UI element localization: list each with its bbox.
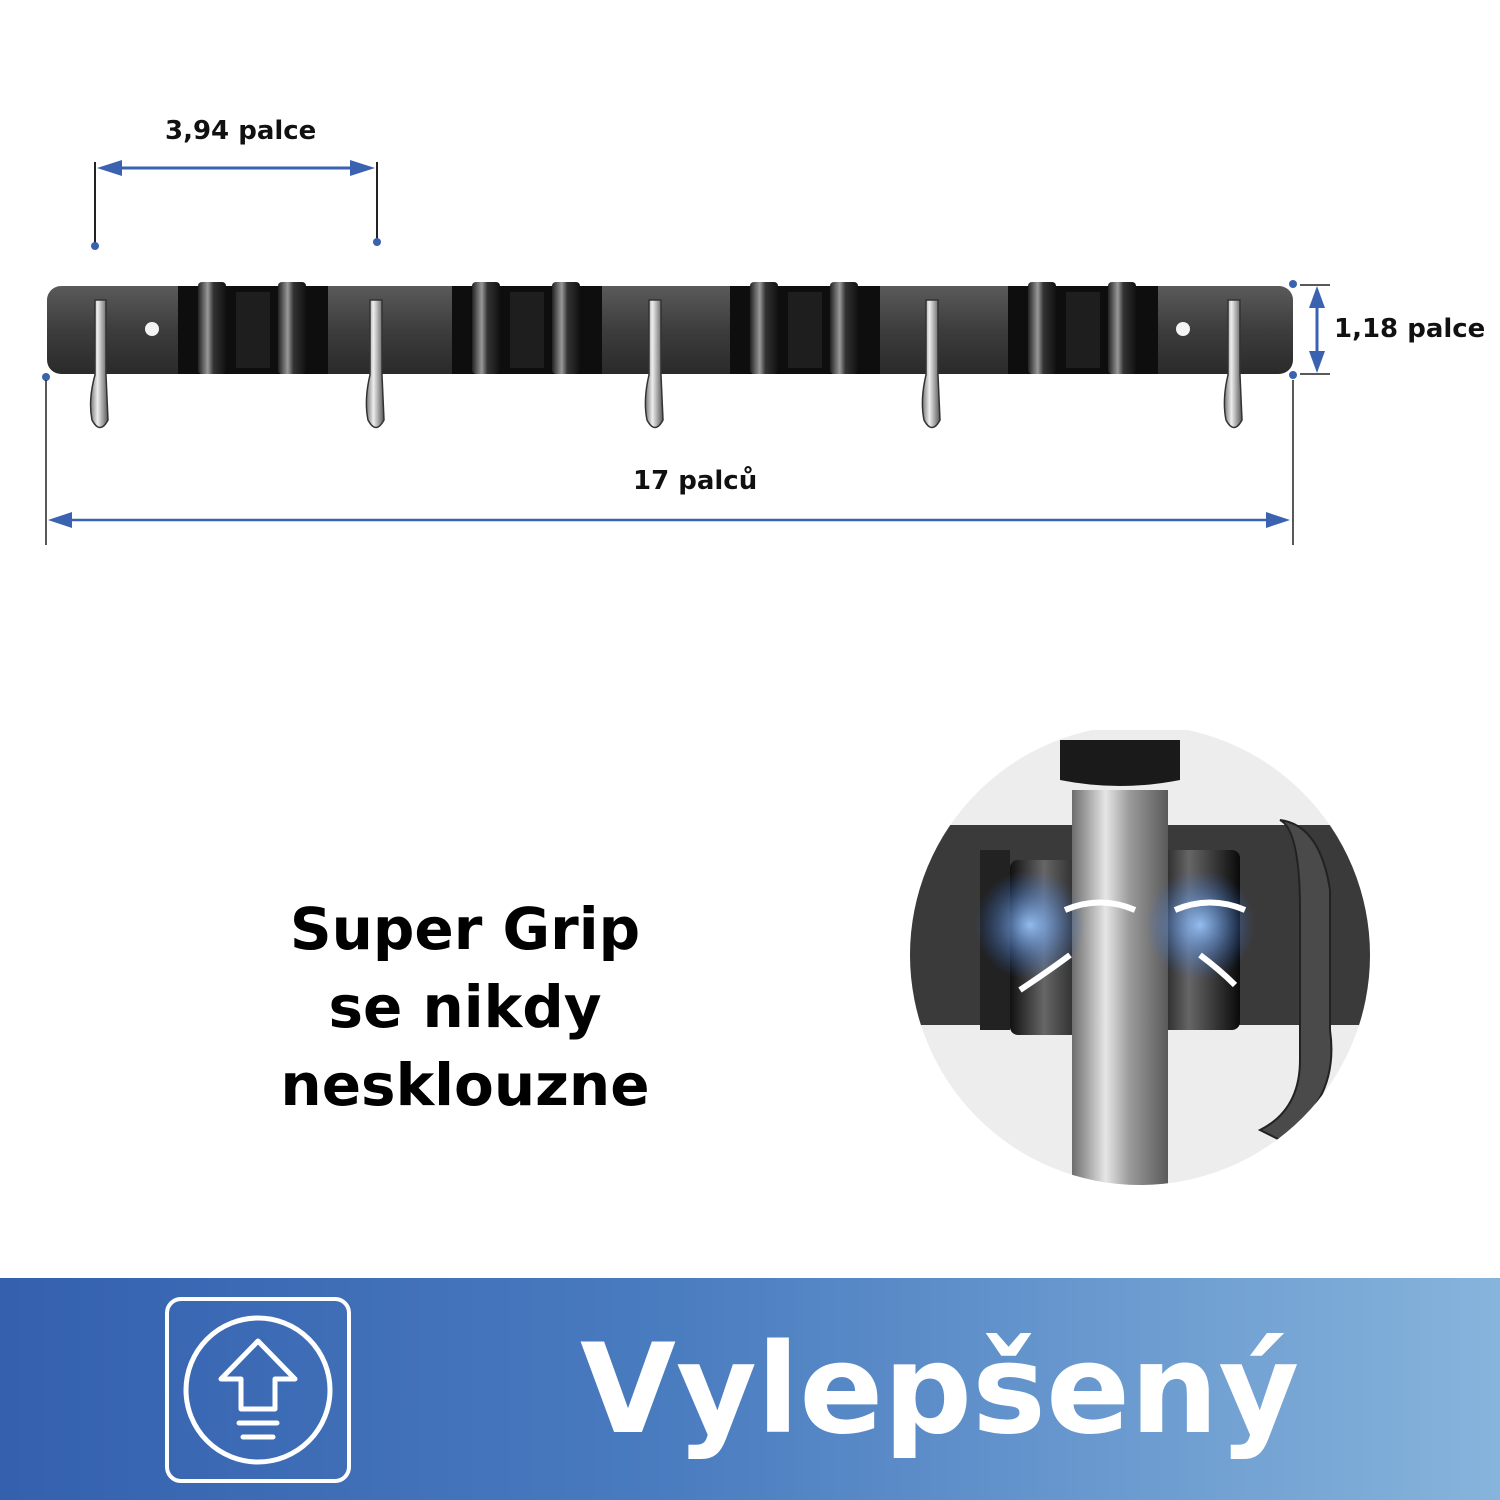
hook <box>921 299 941 429</box>
length-label: 17 palců <box>633 466 758 496</box>
grip-clamp <box>178 282 328 374</box>
tagline-line: Super Grip <box>289 895 641 963</box>
mount-hole-left <box>145 322 159 336</box>
upgrade-arrow-icon <box>183 1315 333 1465</box>
grip-clamp <box>730 282 880 374</box>
grip-clamp <box>1008 282 1158 374</box>
grip-clamp <box>452 282 602 374</box>
tagline: Super Grip se nikdy nesklouzne <box>100 890 830 1124</box>
height-label: 1,18 palce <box>1334 314 1486 344</box>
grip-detail-image <box>910 730 1370 1185</box>
banner-title: Vylepšený <box>580 1318 1300 1462</box>
hook <box>89 299 109 429</box>
tagline-line: nesklouzne <box>280 1051 650 1119</box>
dimension-length <box>42 373 1294 545</box>
rack-diagram <box>42 160 1330 545</box>
hook <box>1223 299 1243 429</box>
mount-hole-right <box>1176 322 1190 336</box>
rack-rail <box>47 286 1293 374</box>
hook <box>644 299 664 429</box>
upgrade-badge <box>165 1297 351 1483</box>
hook-spacing-label: 3,94 palce <box>165 116 317 146</box>
dimension-spacing <box>91 160 381 250</box>
tagline-line: se nikdy <box>328 973 602 1041</box>
dimension-height <box>1289 280 1330 379</box>
hook <box>365 299 385 429</box>
